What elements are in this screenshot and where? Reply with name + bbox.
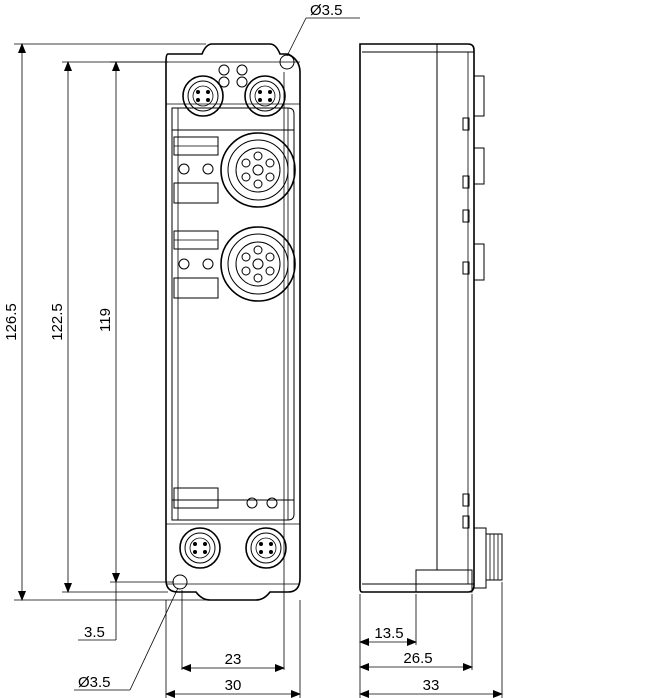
front-inner-body bbox=[171, 107, 295, 521]
dim-width-inner: 23 bbox=[225, 651, 242, 668]
side-housing-outline bbox=[359, 43, 475, 593]
dim-hole-bottom: Ø3.5 bbox=[78, 674, 111, 691]
dim-offset-bottom: 3.5 bbox=[84, 624, 105, 641]
dim-height-mid: 122.5 bbox=[49, 303, 66, 341]
connector-bottom-left bbox=[179, 527, 221, 569]
label-window-5 bbox=[173, 487, 219, 509]
side-plug bbox=[473, 527, 503, 589]
connector-m12-upper bbox=[220, 132, 296, 208]
dim-width-total: 30 bbox=[225, 677, 242, 694]
connector-top-left bbox=[182, 75, 224, 117]
front-housing-outline bbox=[165, 43, 301, 601]
dimensions: Ø3.5 126.5 122.5 119 3.5 Ø3.5 23 30 13.5… bbox=[3, 2, 503, 698]
mounting-hole-bottom bbox=[172, 574, 188, 590]
dim-height-inner: 119 bbox=[97, 308, 114, 332]
dim-hole-top: Ø3.5 bbox=[310, 2, 343, 19]
dim-side-total: 33 bbox=[423, 677, 440, 694]
side-connector-2 bbox=[473, 147, 485, 185]
dim-side-offset: 13.5 bbox=[374, 625, 403, 642]
front-view bbox=[165, 43, 301, 601]
dim-height-total: 126.5 bbox=[3, 303, 20, 341]
connector-top-right bbox=[244, 75, 286, 117]
side-connector-1 bbox=[473, 75, 485, 117]
connector-bottom-right bbox=[245, 527, 287, 569]
label-window-4 bbox=[173, 277, 219, 299]
led-top-2 bbox=[236, 64, 248, 76]
mounting-hole-top bbox=[279, 54, 295, 70]
led-top-1 bbox=[218, 64, 230, 76]
side-connector-3 bbox=[473, 243, 485, 281]
dim-side-mid: 26.5 bbox=[403, 650, 432, 667]
connector-m12-lower bbox=[220, 226, 296, 302]
side-view bbox=[359, 43, 503, 593]
label-window-2 bbox=[173, 182, 219, 204]
